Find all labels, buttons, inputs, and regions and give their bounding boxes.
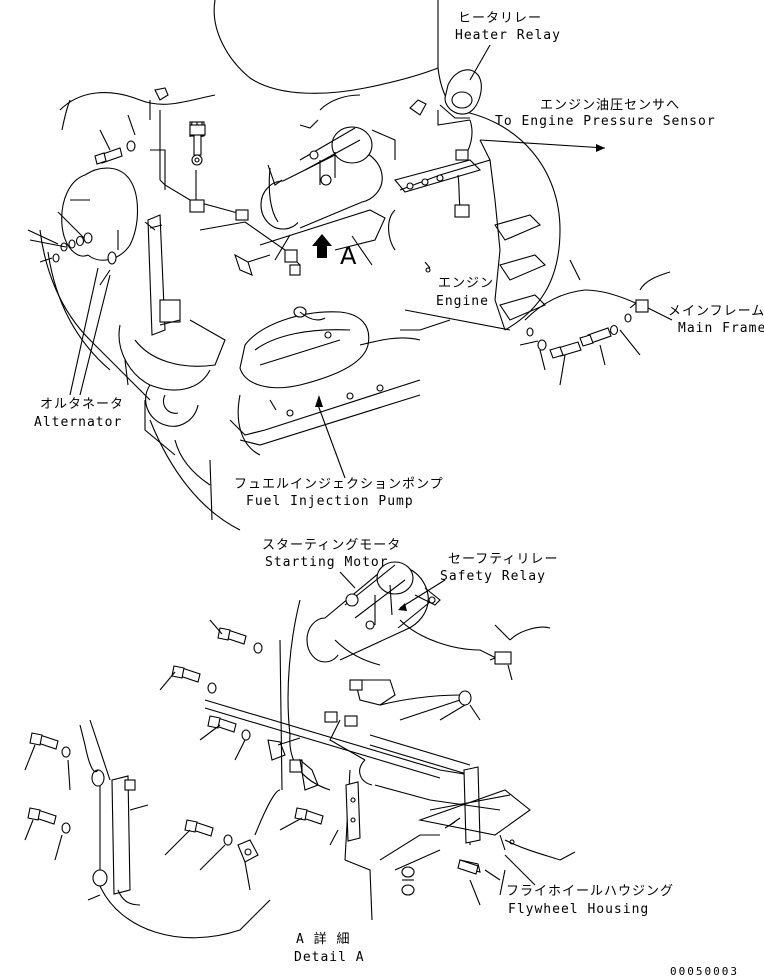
detail-a-assembly <box>24 561 576 939</box>
alternator-jp-label: オルタネータ <box>40 397 124 412</box>
upper-engine-assembly: A <box>27 0 673 531</box>
heater-relay-en-label: Heater Relay <box>455 28 561 43</box>
flywheel-en-label: Flywheel Housing <box>508 902 649 917</box>
detail-a-en-label: Detail A <box>294 950 365 965</box>
alternator-en-label: Alternator <box>34 415 122 430</box>
lower-labels: スターティングモータ Starting Motor セーフティリレー Safet… <box>262 538 739 978</box>
flywheel-jp-label: フライホイールハウジング <box>506 884 674 899</box>
detail-a-jp-label: A 詳 細 <box>296 931 350 947</box>
safety-relay-en-label: Safety Relay <box>440 569 546 584</box>
main-frame-jp-label: メインフレーム <box>668 304 764 319</box>
view-letter: A <box>340 242 357 270</box>
heater-relay-jp-label: ヒータリレー <box>458 11 542 26</box>
fuel-pump-jp-label: フュエルインジェクションポンプ <box>234 477 444 492</box>
starting-motor-jp-label: スターティングモータ <box>262 538 401 553</box>
fuel-pump-en-label: Fuel Injection Pump <box>246 494 414 509</box>
engine-jp-label: エンジン <box>438 276 494 291</box>
starting-motor-en-label: Starting Motor <box>265 555 389 570</box>
engine-en-label: Engine <box>436 294 489 309</box>
to-sensor-jp-label: エンジン油圧センサへ <box>540 98 680 113</box>
drawing-number: 00050003 <box>670 965 739 978</box>
safety-relay-jp-label: セーフティリレー <box>448 552 558 567</box>
to-sensor-en-label: To Engine Pressure Sensor <box>495 114 716 129</box>
upper-labels: ヒータリレー Heater Relay エンジン油圧センサへ To Engine… <box>34 11 764 509</box>
main-frame-en-label: Main Frame <box>678 321 764 336</box>
